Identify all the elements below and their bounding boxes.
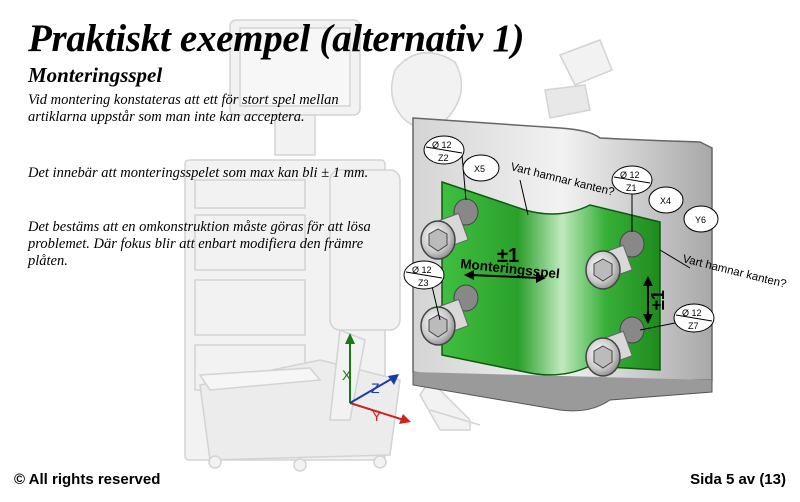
hole-callout-z2: Ø 12 Z2 X5 xyxy=(423,135,500,182)
hole-callout-z1-ref: Z1 xyxy=(626,183,637,193)
hole-callout-z1-dia: Ø 12 xyxy=(620,170,640,180)
bolt-top-left xyxy=(420,198,479,260)
front-plate xyxy=(441,180,661,376)
hole-callout-z3-ref: Z3 xyxy=(418,278,429,288)
paragraph-1: Vid montering konstateras att ett för st… xyxy=(28,92,339,125)
hole-callout-z3-dia: Ø 12 xyxy=(412,265,432,275)
bolt-bottom-left xyxy=(420,284,479,346)
hole-callout-z7-ref: Z7 xyxy=(688,321,699,331)
tolerance-arrow-vertical xyxy=(643,276,653,324)
axis-label-y: Y xyxy=(372,408,382,424)
coordinate-axes: X Y Z xyxy=(342,333,411,424)
tolerance-arrow-horizontal xyxy=(464,270,546,283)
page-title: Praktiskt exempel (alternativ 1) xyxy=(28,17,525,60)
bolt-top-right xyxy=(585,230,645,290)
axis-label-x: X xyxy=(342,367,352,383)
hole-callout-z3: Ø 12 Z3 xyxy=(403,260,445,290)
hole-callout-z2-extra-0: X5 xyxy=(474,164,485,174)
paragraph-2: Det innebär att monteringsspelet som max… xyxy=(28,165,369,181)
back-plate-bottom-edge xyxy=(412,372,713,412)
hole-callout-z2-ref: Z2 xyxy=(438,153,449,163)
hole-callout-z1-extra-0: X4 xyxy=(660,196,671,206)
page-indicator: Sida 5 av (13) xyxy=(690,471,786,488)
copyright-notice: © All rights reserved xyxy=(14,471,161,488)
hole-callout-z2-dia: Ø 12 xyxy=(432,140,452,150)
tolerance-label-horizontal: ±1 xyxy=(497,245,519,267)
hole-callout-z1-extra-1: Y6 xyxy=(695,215,706,225)
hole-callout-z7-dia: Ø 12 xyxy=(682,308,702,318)
page-subtitle: Monteringsspel xyxy=(28,63,163,87)
paragraph-3: Det bestäms att en omkonstruktion måste … xyxy=(28,219,371,269)
hole-callout-z1: Ø 12 Z1 X4 Y6 xyxy=(611,165,719,233)
bolt-bottom-right xyxy=(585,316,645,377)
hole-callout-z7: Ø 12 Z7 xyxy=(673,303,715,333)
tolerance-label-vertical: ±1 xyxy=(648,290,668,310)
axis-label-z: Z xyxy=(371,380,380,396)
